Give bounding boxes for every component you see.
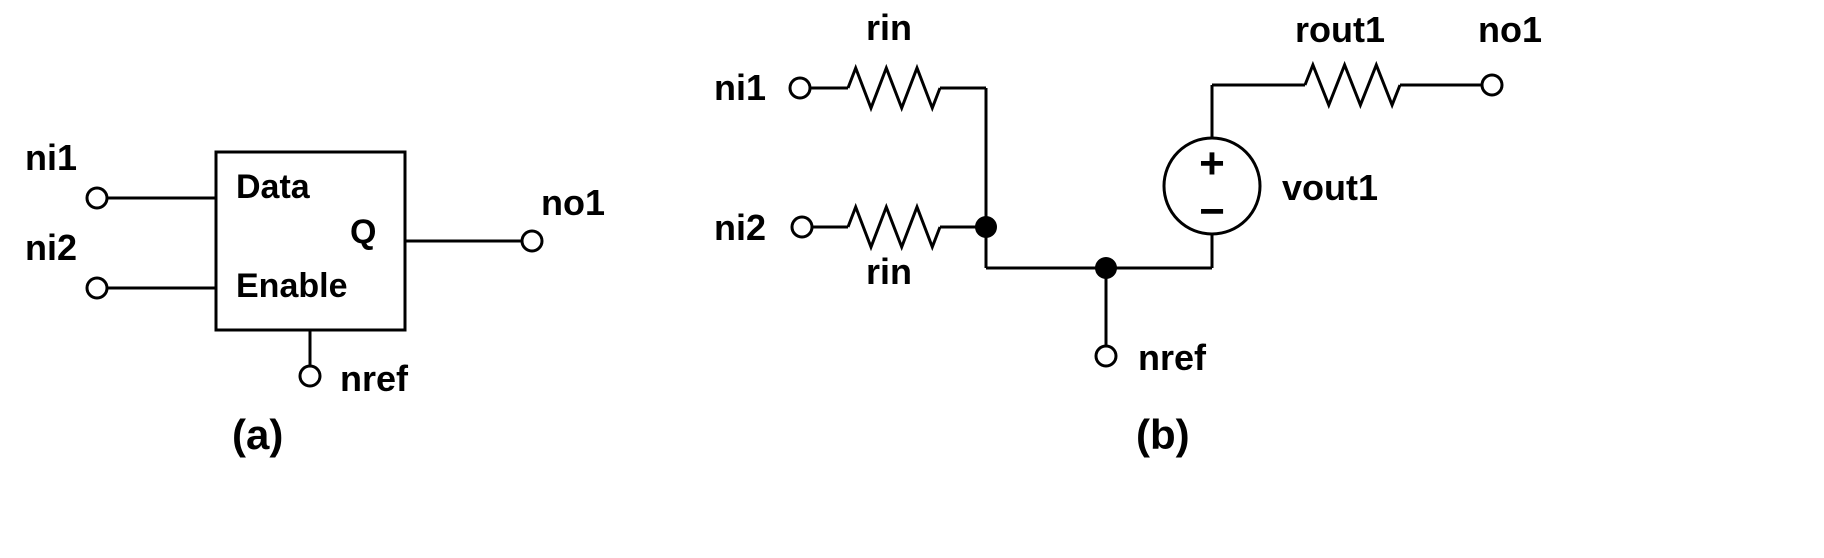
terminal-ni2-a (85, 276, 109, 300)
block-pin-enable: Enable (236, 267, 347, 305)
panel-a: Data Q Enable ni1 ni2 no1 nref (a) (25, 137, 605, 458)
junction-dot-rin (975, 216, 997, 238)
label-no1-b: no1 (1478, 9, 1542, 50)
label-rout1: rout1 (1295, 9, 1385, 50)
terminal-ni1-a (85, 186, 109, 210)
label-ni2-b: ni2 (714, 207, 766, 248)
minus-sign: − (1199, 187, 1225, 236)
terminal-ni1-b (788, 76, 812, 100)
label-rin-bottom: rin (866, 251, 912, 292)
terminal-no1-a (520, 229, 544, 253)
panel-b: + − rin rin rout1 vout1 ni1 ni2 nref no1… (714, 7, 1542, 458)
label-vout1: vout1 (1282, 167, 1378, 208)
terminal-ni2-b (790, 215, 814, 239)
label-ni1-b: ni1 (714, 67, 766, 108)
rin-top-resistor-symbol (846, 63, 942, 113)
rin-bottom-resistor-symbol (846, 202, 942, 252)
label-rin-top: rin (866, 7, 912, 48)
label-nref-b: nref (1138, 337, 1207, 378)
plus-sign: + (1199, 139, 1225, 188)
label-no1-a: no1 (541, 182, 605, 223)
label-nref-a: nref (340, 358, 409, 399)
terminal-nref-b (1094, 344, 1118, 368)
label-ni1-a: ni1 (25, 137, 77, 178)
terminal-no1-b (1480, 73, 1504, 97)
block-pin-data: Data (236, 168, 311, 206)
block-pin-q: Q (350, 213, 376, 251)
terminal-nref-a (298, 364, 322, 388)
rout1-resistor-symbol (1303, 60, 1402, 110)
caption-b: (b) (1136, 411, 1190, 458)
caption-a: (a) (232, 411, 283, 458)
label-ni2-a: ni2 (25, 227, 77, 268)
